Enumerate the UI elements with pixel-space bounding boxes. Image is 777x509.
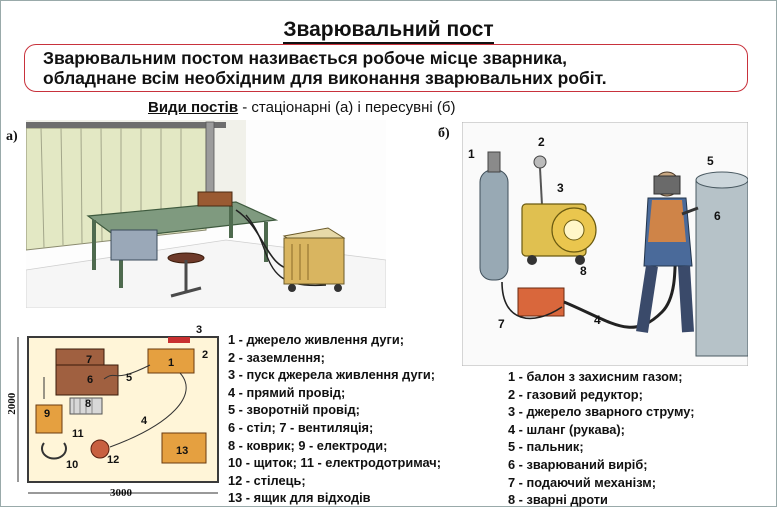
plan-dim-height: 2000 bbox=[6, 392, 19, 415]
label-a: а) bbox=[6, 129, 18, 144]
mobile-post-illustration bbox=[462, 122, 748, 366]
plan-num-6: 6 bbox=[87, 374, 94, 386]
legend-b-item: 6 - зварюваний виріб; bbox=[508, 456, 648, 472]
plan-num-3: 3 bbox=[196, 324, 203, 336]
legend-a-item: 3 - пуск джерела живлення дуги; bbox=[228, 367, 436, 383]
legend-a-item: 4 - прямий провід; bbox=[228, 384, 346, 400]
legend-stationary: 1 - джерело живлення дуги; 2 - заземленн… bbox=[228, 331, 441, 507]
legend-mobile: 1 - балон з захисним газом; 2 - газовий … bbox=[508, 368, 694, 509]
mobile-callout-5: 5 bbox=[707, 154, 714, 168]
mobile-callout-2: 2 bbox=[538, 135, 545, 149]
legend-b-item: 8 - зварні дроти bbox=[508, 492, 608, 508]
plan-num-8: 8 bbox=[85, 398, 92, 410]
subtitle-rest: - стаціонарні (а) і пересувні (б) bbox=[238, 99, 456, 116]
plan-dim-width: 3000 bbox=[110, 487, 132, 499]
plan-num-10: 10 bbox=[66, 459, 79, 471]
page-title: Зварювальний пост bbox=[0, 18, 777, 44]
plan-num-13: 13 bbox=[176, 445, 189, 457]
plan-num-7: 7 bbox=[86, 354, 93, 366]
subtitle-underlined: Види постів bbox=[148, 99, 239, 116]
mobile-callout-3: 3 bbox=[557, 181, 564, 195]
mobile-callout-4: 4 bbox=[594, 313, 601, 327]
legend-a-item: 1 - джерело живлення дуги; bbox=[228, 332, 404, 347]
legend-b-item: 4 - шланг (рукава); bbox=[508, 421, 625, 437]
legend-b-item: 1 - балон з захисним газом; bbox=[508, 369, 683, 384]
legend-a-item: 5 - зворотній провід; bbox=[228, 402, 360, 418]
legend-a-item: 2 - заземлення; bbox=[228, 349, 325, 365]
definition-line-2: обладнане всім необхідним для виконання … bbox=[43, 68, 607, 88]
plan-num-12: 12 bbox=[107, 454, 120, 466]
definition-line-1: Зварювальним постом називається робоче м… bbox=[43, 48, 567, 68]
subtitle: Види постів - стаціонарні (а) і пересувн… bbox=[148, 99, 455, 116]
legend-a-item: 6 - стіл; 7 - вентиляція; bbox=[228, 419, 374, 435]
plan-num-11: 11 bbox=[72, 428, 84, 440]
legend-b-item: 5 - пальник; bbox=[508, 439, 584, 455]
legend-b-item: 7 - подаючий механізм; bbox=[508, 474, 656, 490]
legend-b-item: 3 - джерело зварного струму; bbox=[508, 404, 695, 420]
legend-b-item: 2 - газовий редуктор; bbox=[508, 386, 643, 402]
plan-num-9: 9 bbox=[44, 408, 51, 420]
legend-a-item: 12 - стілець; bbox=[228, 472, 306, 488]
legend-a-item: 8 - коврик; 9 - електроди; bbox=[228, 437, 388, 453]
legend-a-item: 10 - щиток; 11 - електродотримач; bbox=[228, 455, 441, 471]
mobile-callout-7: 7 bbox=[498, 317, 505, 331]
plan-num-2: 2 bbox=[202, 349, 209, 361]
mobile-callout-8: 8 bbox=[580, 264, 587, 278]
plan-num-5: 5 bbox=[126, 372, 133, 384]
stationary-post-illustration bbox=[26, 120, 386, 308]
mobile-callout-6: 6 bbox=[714, 209, 721, 223]
plan-num-4: 4 bbox=[141, 415, 148, 427]
legend-a-item: 13 - ящик для відходів bbox=[228, 490, 371, 506]
label-b: б) bbox=[438, 126, 450, 141]
plan-num-1: 1 bbox=[168, 357, 175, 369]
definition-box: Зварювальним постом називається робоче м… bbox=[24, 44, 748, 92]
floor-plan-diagram bbox=[17, 336, 219, 494]
mobile-callout-1: 1 bbox=[468, 147, 475, 161]
